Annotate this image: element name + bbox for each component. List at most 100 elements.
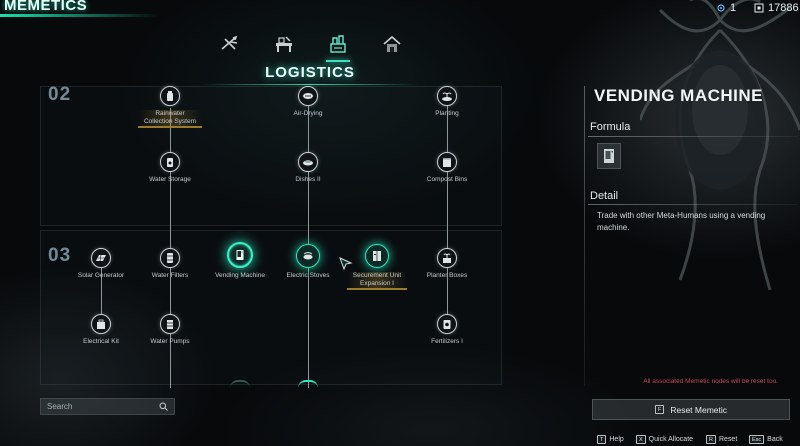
node-dishes-ii[interactable]: Dishes II xyxy=(258,152,358,184)
logistics-icon xyxy=(330,35,346,53)
search-icon[interactable] xyxy=(159,402,168,411)
hint-label: Quick Allocate xyxy=(648,436,694,443)
node-label: Water Pumps xyxy=(150,338,190,345)
node-fertilizers-i[interactable]: Fertilizers I xyxy=(397,314,497,346)
connector-line xyxy=(101,268,102,318)
category-underline xyxy=(200,84,420,85)
crossbow-icon xyxy=(221,35,238,50)
reset-key: F xyxy=(654,405,665,414)
node-water-pumps[interactable]: Water Pumps xyxy=(120,314,220,346)
detail-description: Trade with other Meta-Humans using a ven… xyxy=(597,211,766,232)
connector-line xyxy=(447,104,448,332)
node-electrical-kit[interactable]: Electrical Kit xyxy=(51,314,151,346)
app-title: MEMETICS xyxy=(4,0,88,14)
house-icon xyxy=(383,35,401,52)
node-rainwater-collection-system[interactable]: Rainwater Collection System xyxy=(120,86,220,128)
dish-icon xyxy=(303,160,313,166)
node-label: Solar Generator xyxy=(77,272,125,279)
node-air-drying[interactable]: Air-Drying xyxy=(258,86,358,118)
blueprint-point-value: 1 xyxy=(730,2,737,14)
tier-panel-03 xyxy=(40,230,502,385)
blueprint-point-icon xyxy=(717,4,725,12)
title-glow xyxy=(0,14,160,17)
tier-label-03: 03 xyxy=(48,245,72,266)
hint-key: X xyxy=(636,435,646,444)
partial-node xyxy=(298,380,318,388)
solar-panel-icon xyxy=(96,254,106,262)
stove-pan-icon xyxy=(303,252,313,260)
node-water-filters[interactable]: Water Filters xyxy=(120,248,220,280)
reset-memetic-label: Reset Memetic xyxy=(670,404,728,415)
node-solar-generator[interactable]: Solar Generator xyxy=(51,248,151,280)
workbench-icon xyxy=(276,36,292,52)
partial-node xyxy=(230,380,250,388)
vending-machine-item-icon xyxy=(604,149,614,163)
node-compost-bins[interactable]: Compost Bins xyxy=(397,152,497,184)
water-pump-icon xyxy=(167,320,173,329)
hint-help[interactable]: T Help xyxy=(597,435,624,444)
memetic-point-counter: 17886 xyxy=(754,0,799,16)
blueprint-point-counter: 1 xyxy=(716,0,736,16)
hint-reset[interactable]: R Reset xyxy=(706,435,737,444)
cursor-arrow-icon xyxy=(339,257,353,271)
node-label: Rainwater Collection System xyxy=(137,110,203,128)
reset-warning: All associated Memetic nodes will be res… xyxy=(643,378,778,385)
tab-logistics[interactable] xyxy=(324,30,352,62)
node-label: Planting xyxy=(435,110,459,117)
tier-label-02: 02 xyxy=(48,84,72,105)
hint-label: Help xyxy=(609,436,624,443)
water-bottle-icon xyxy=(167,91,173,101)
category-title: LOGISTICS xyxy=(265,64,355,81)
node-electric-stoves[interactable]: Electric Stoves xyxy=(258,244,358,280)
tab-survival[interactable] xyxy=(216,30,244,58)
node-label: Electrical Kit xyxy=(83,338,119,345)
toolkit-icon xyxy=(97,319,105,329)
vending-machine-icon xyxy=(236,250,244,260)
node-securement-unit-expansion-i[interactable]: Securement Unit Expansion I xyxy=(327,244,427,290)
planter-box-icon xyxy=(443,253,451,263)
node-label: Planter Boxes xyxy=(426,272,468,279)
node-label: Securement Unit Expansion I xyxy=(346,272,408,290)
hint-key: Esc xyxy=(749,435,765,444)
hint-label: Back xyxy=(767,436,783,443)
node-label: Vending Machine xyxy=(215,272,265,279)
node-planting[interactable]: Planting xyxy=(397,86,497,118)
formula-rule xyxy=(588,136,798,137)
node-label: Air-Drying xyxy=(293,110,323,117)
hint-key: R xyxy=(706,435,716,444)
storage-locker-icon xyxy=(373,251,381,261)
memetic-point-icon xyxy=(754,3,764,13)
water-jug-icon xyxy=(167,158,173,167)
detail-label: Detail xyxy=(590,190,619,202)
node-water-storage[interactable]: Water Storage xyxy=(120,152,220,184)
detail-title: VENDING MACHINE xyxy=(594,86,764,105)
node-label: Compost Bins xyxy=(426,176,468,183)
reset-memetic-button[interactable]: F Reset Memetic xyxy=(592,399,790,420)
node-planter-boxes[interactable]: Planter Boxes xyxy=(397,248,497,280)
node-label: Water Filters xyxy=(151,272,189,279)
hint-back[interactable]: Esc Back xyxy=(749,435,783,444)
search-box[interactable] xyxy=(40,398,175,415)
node-label: Fertilizers I xyxy=(431,338,463,345)
detail-divider xyxy=(584,86,585,386)
detail-rule xyxy=(588,204,798,205)
formula-item-slot[interactable] xyxy=(597,143,621,169)
tab-construction[interactable] xyxy=(378,30,406,58)
tab-production[interactable] xyxy=(270,30,298,58)
dried-food-icon xyxy=(303,93,313,99)
hint-key: T xyxy=(597,435,607,444)
search-input[interactable] xyxy=(47,402,159,411)
hint-quick-allocate[interactable]: X Quick Allocate xyxy=(636,435,693,444)
compost-bin-icon xyxy=(443,158,451,167)
node-vending-machine[interactable]: Vending Machine xyxy=(190,242,290,280)
node-label: Water Storage xyxy=(149,176,191,183)
sprout-icon xyxy=(442,92,452,101)
memetic-point-value: 17886 xyxy=(768,2,799,14)
node-label: Electric Stoves xyxy=(286,272,330,279)
hint-label: Reset xyxy=(718,436,738,443)
formula-label: Formula xyxy=(590,121,631,133)
creature-artwork xyxy=(640,0,800,291)
tier-panel-02 xyxy=(40,86,502,226)
water-filter-icon xyxy=(167,253,173,263)
